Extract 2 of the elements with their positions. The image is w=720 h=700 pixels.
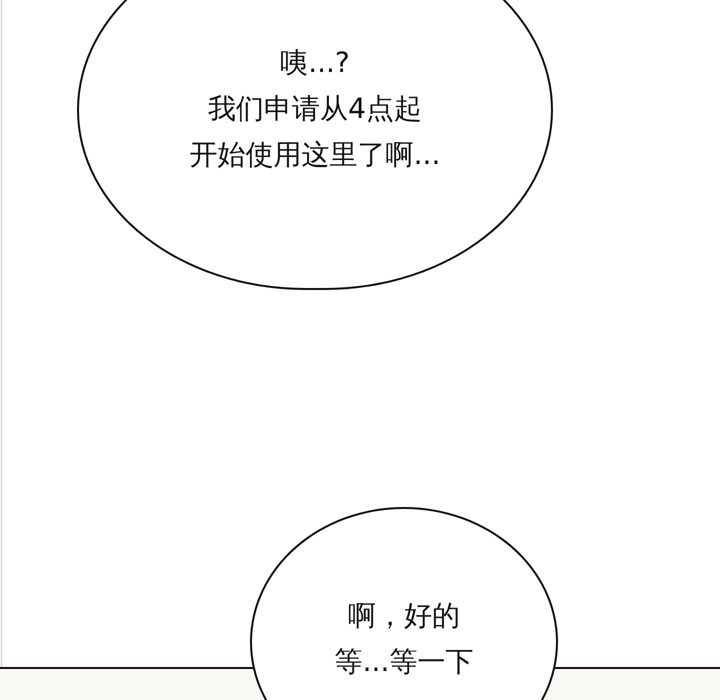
speech-text: 啊，好的等...等一下 [334,598,474,680]
speech-text: 咦...?我们申请从4点起开始使用这里了啊... [188,45,442,173]
